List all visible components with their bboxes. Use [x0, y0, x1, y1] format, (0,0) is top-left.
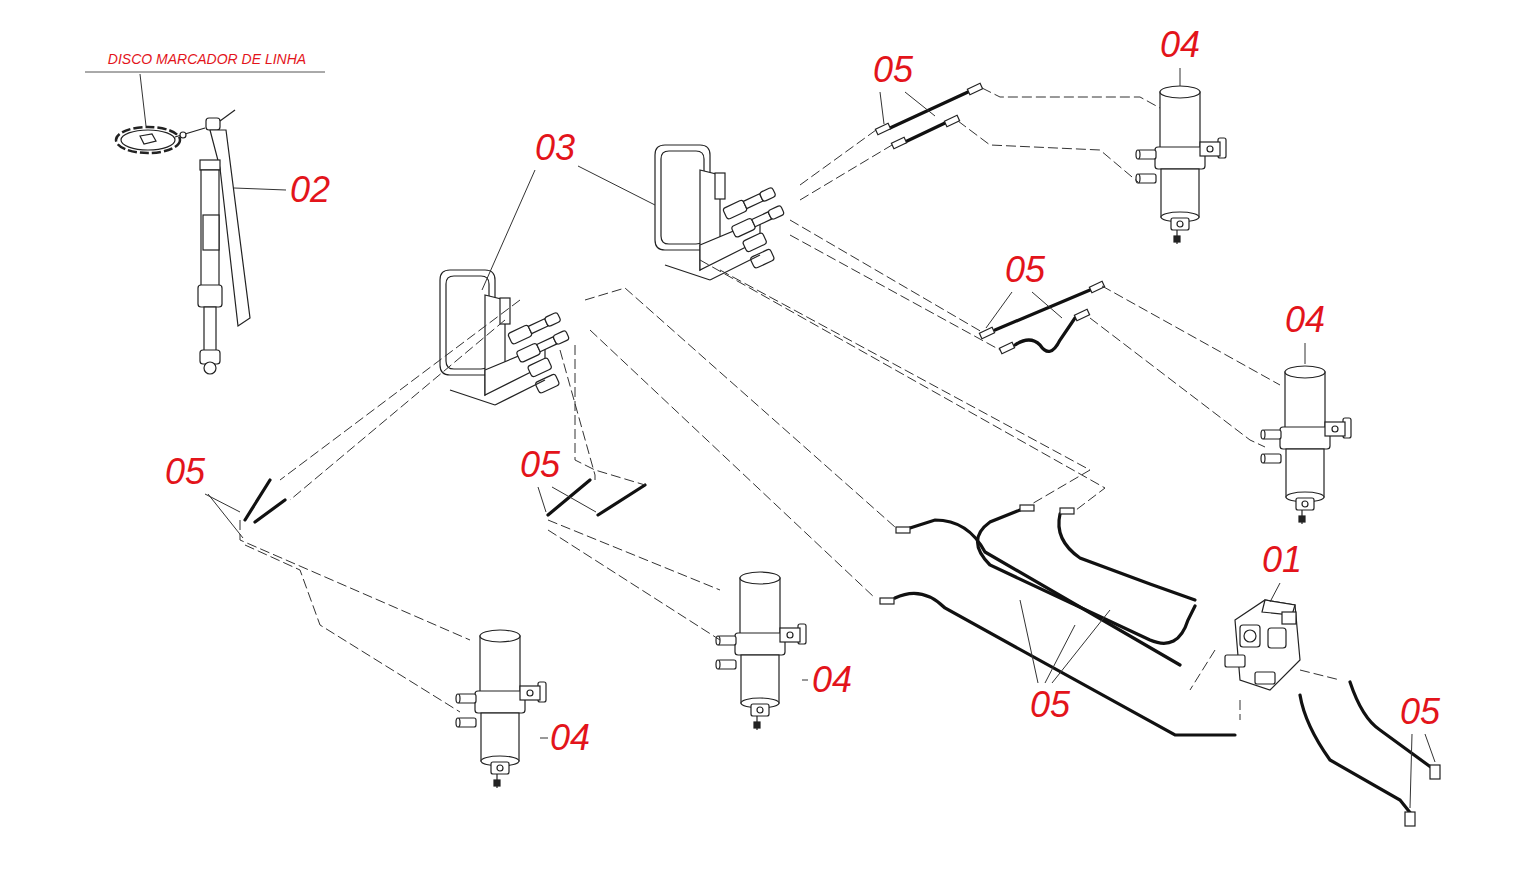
- callout-number: 05: [1028, 685, 1072, 725]
- callout-number: 01: [1260, 540, 1304, 580]
- part-name: DISCO MARCADOR DE LINHA: [106, 52, 308, 67]
- callout-number: 05: [1398, 692, 1442, 732]
- callout-number: 04: [810, 660, 854, 700]
- callout-number: 05: [871, 50, 915, 90]
- callout-number: 04: [1283, 300, 1327, 340]
- callout-number: 04: [1158, 25, 1202, 65]
- callout-number: 02: [288, 170, 332, 210]
- callout-number: 05: [518, 445, 562, 485]
- callout-number: 04: [548, 718, 592, 758]
- callout-number: 05: [163, 452, 207, 492]
- callout-number: 03: [533, 128, 577, 168]
- callout-number: 05: [1003, 250, 1047, 290]
